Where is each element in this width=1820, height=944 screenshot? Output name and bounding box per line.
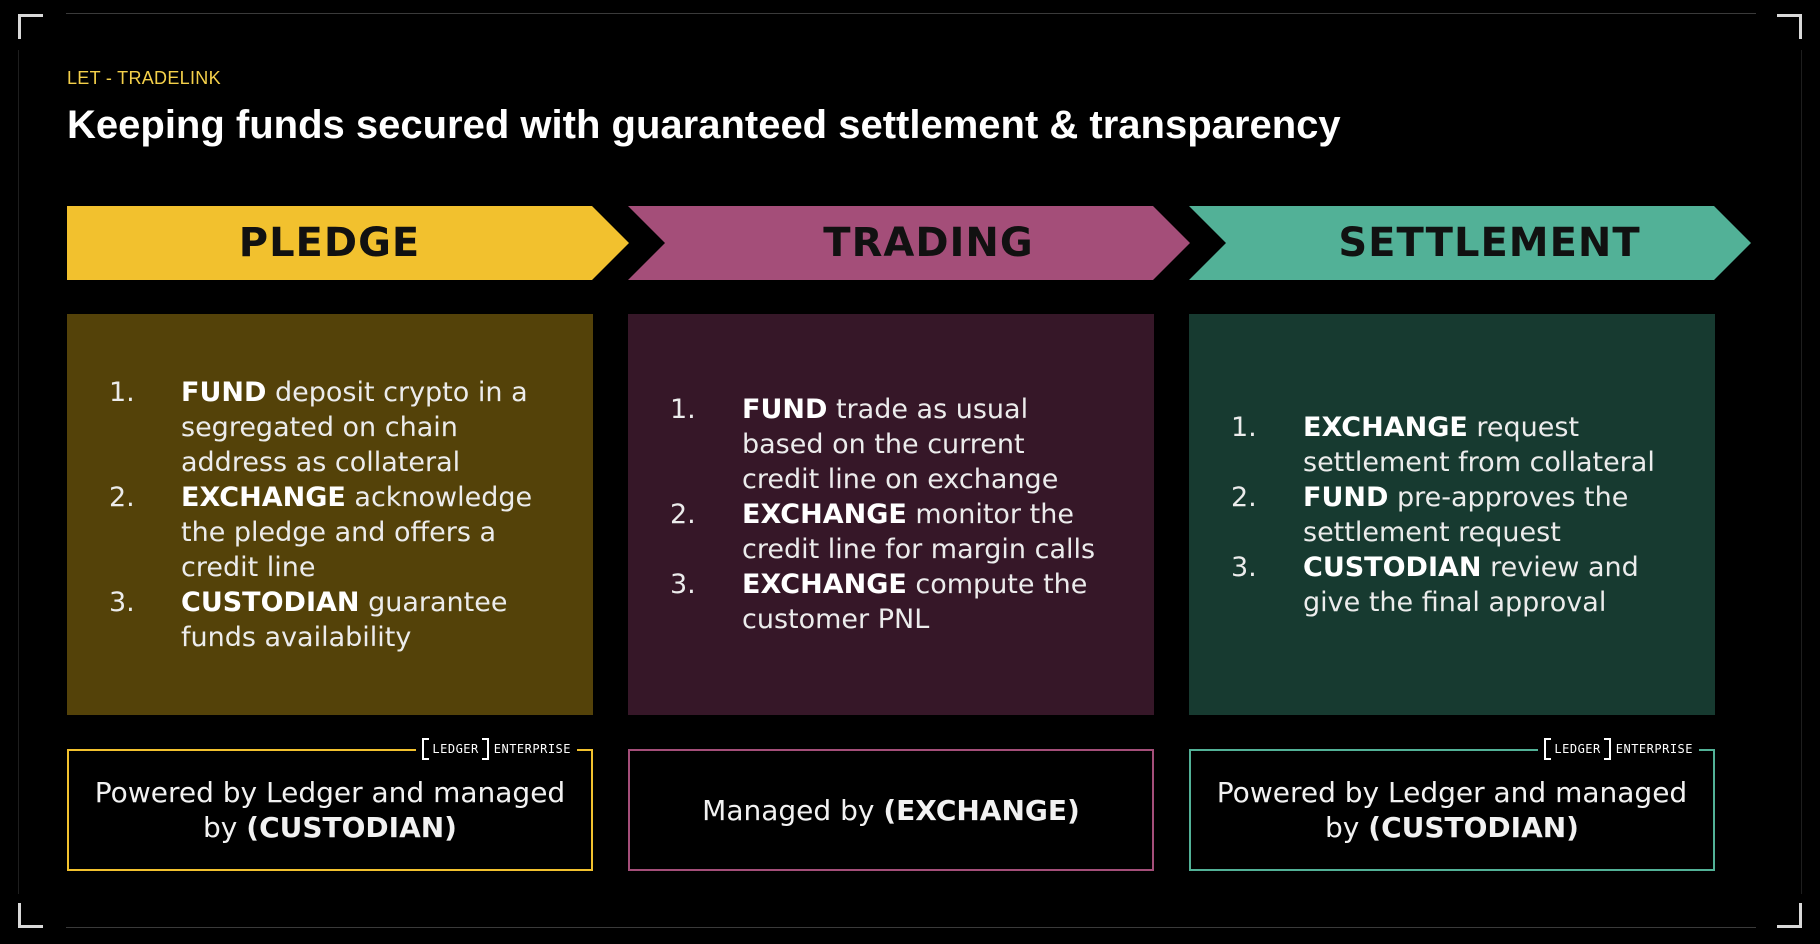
stage-arrow-trading: TRADING xyxy=(628,206,1191,280)
step-description: acknowledge the pledge and offers a cred… xyxy=(181,481,533,583)
panel-pledge: 1. FUND deposit crypto in a segregated on… xyxy=(67,314,593,715)
step-text: FUND pre-approves the settlement request xyxy=(1303,480,1663,550)
step-actor: CUSTODIAN xyxy=(181,586,360,618)
list-item: 2. EXCHANGE monitor the credit line for m… xyxy=(670,497,1102,567)
list-item: 3. EXCHANGE compute the customer PNL xyxy=(670,567,1102,637)
footer-prefix: by xyxy=(1325,811,1369,844)
list-item: 3. CUSTODIAN review and give the final ap… xyxy=(1231,550,1663,620)
step-description: guarantee funds availability xyxy=(181,586,508,653)
step-number: 2. xyxy=(109,481,135,513)
ledger-enterprise-badge: LEDGER ENTERPRISE xyxy=(416,738,577,760)
page-title: Keeping funds secured with guaranteed se… xyxy=(67,103,1341,147)
arrow-fill-settlement xyxy=(1189,206,1751,280)
step-description: compute the customer PNL xyxy=(742,569,1088,635)
footer-manager: (EXCHANGE) xyxy=(883,793,1080,827)
frame-top-line xyxy=(66,13,1756,14)
arrow-shape-pledge xyxy=(67,206,629,280)
step-number: 1. xyxy=(670,394,696,425)
step-actor: FUND xyxy=(742,394,828,425)
badge-brand: LEDGER xyxy=(432,742,479,756)
step-description: trade as usual based on the current cred… xyxy=(742,394,1059,495)
stage-label-pledge: PLEDGE xyxy=(238,220,421,266)
footer-text: Powered by Ledger and managed by (CUSTOD… xyxy=(95,775,565,845)
step-text: CUSTODIAN guarantee funds availability xyxy=(181,585,541,655)
list-item: 1. FUND trade as usual based on the curre… xyxy=(670,392,1102,497)
step-description: review and give the final approval xyxy=(1303,551,1639,618)
step-text: EXCHANGE monitor the credit line for mar… xyxy=(742,497,1102,567)
footer-trading: Managed by (EXCHANGE) xyxy=(628,749,1154,871)
stage-label-trading: TRADING xyxy=(823,220,1034,266)
bracket-left-icon xyxy=(1544,738,1552,760)
frame-bottom-line xyxy=(66,927,1756,928)
list-item: 2. EXCHANGE acknowledge the pledge and of… xyxy=(109,480,541,585)
footer-settlement: LEDGER ENTERPRISE Powered by Ledger and m… xyxy=(1189,738,1715,871)
stage-label-settlement: SETTLEMENT xyxy=(1338,220,1641,266)
step-number: 2. xyxy=(1231,481,1257,513)
step-number: 1. xyxy=(1231,411,1257,443)
step-text: EXCHANGE acknowledge the pledge and offe… xyxy=(181,480,541,585)
pledge-steps: 1. FUND deposit crypto in a segregated on… xyxy=(67,375,541,655)
step-actor: EXCHANGE xyxy=(742,499,907,530)
step-actor: EXCHANGE xyxy=(181,481,346,513)
frame-corner-top-left xyxy=(18,14,43,39)
frame-right-line xyxy=(1801,50,1802,894)
list-item: 2. FUND pre-approves the settlement reque… xyxy=(1231,480,1663,550)
arrow-shape-trading xyxy=(628,206,1190,280)
step-actor: EXCHANGE xyxy=(1303,411,1468,443)
step-text: FUND trade as usual based on the current… xyxy=(742,392,1102,497)
step-actor: EXCHANGE xyxy=(742,569,907,600)
frame-corner-bottom-right xyxy=(1777,903,1802,928)
list-item: 1. EXCHANGE request settlement from colla… xyxy=(1231,410,1663,480)
frame-corner-top-right xyxy=(1777,14,1802,39)
stage-arrow-settlement: SETTLEMENT xyxy=(1189,206,1752,280)
footer-line2: by (CUSTODIAN) xyxy=(95,810,565,845)
bracket-right-icon xyxy=(481,738,489,760)
step-number: 3. xyxy=(1231,551,1257,583)
settlement-steps: 1. EXCHANGE request settlement from colla… xyxy=(1189,410,1663,620)
step-text: CUSTODIAN review and give the final appr… xyxy=(1303,550,1663,620)
eyebrow-label: LET - TRADELINK xyxy=(67,68,221,88)
step-number: 1. xyxy=(109,376,135,408)
list-item: 3. CUSTODIAN guarantee funds availability xyxy=(109,585,541,655)
footer-manager: (CUSTODIAN) xyxy=(1368,811,1579,844)
list-item: 1. FUND deposit crypto in a segregated on… xyxy=(109,375,541,480)
badge-suffix: ENTERPRISE xyxy=(493,742,571,756)
step-number: 2. xyxy=(670,499,696,530)
footer-manager: (CUSTODIAN) xyxy=(246,811,457,844)
step-description: monitor the credit line for margin calls xyxy=(742,499,1096,565)
footer-pledge: LEDGER ENTERPRISE Powered by Ledger and m… xyxy=(67,738,593,871)
panel-trading: 1. FUND trade as usual based on the curre… xyxy=(628,314,1154,715)
ledger-enterprise-badge: LEDGER ENTERPRISE xyxy=(1538,738,1699,760)
step-description: request settlement from collateral xyxy=(1303,411,1655,478)
step-number: 3. xyxy=(109,586,135,618)
step-actor: CUSTODIAN xyxy=(1303,551,1482,583)
footer-prefix: Managed by xyxy=(702,793,884,827)
bracket-left-icon xyxy=(422,738,430,760)
frame-left-line xyxy=(18,50,19,894)
footer-line1: Powered by Ledger and managed xyxy=(1216,776,1688,809)
step-description: pre-approves the settlement request xyxy=(1303,481,1629,548)
arrow-shape-settlement xyxy=(1189,206,1751,280)
step-actor: FUND xyxy=(181,376,267,408)
footer-text: Powered by Ledger and managed by (CUSTOD… xyxy=(1217,775,1687,845)
step-text: FUND deposit crypto in a segregated on c… xyxy=(181,375,541,480)
stage-arrow-pledge: PLEDGE xyxy=(67,206,630,280)
footer-line2: by (CUSTODIAN) xyxy=(1217,810,1687,845)
bracket-right-icon xyxy=(1603,738,1611,760)
footer-text: Managed by (EXCHANGE) xyxy=(702,793,1080,828)
frame-corner-bottom-left xyxy=(18,903,43,928)
step-text: EXCHANGE request settlement from collate… xyxy=(1303,410,1663,480)
footer-line1: Powered by Ledger and managed xyxy=(94,776,566,809)
step-actor: FUND xyxy=(1303,481,1389,513)
arrow-fill-trading xyxy=(628,206,1190,280)
badge-suffix: ENTERPRISE xyxy=(1615,742,1693,756)
trading-steps: 1. FUND trade as usual based on the curre… xyxy=(628,392,1102,637)
step-number: 3. xyxy=(670,569,696,600)
arrow-fill-pledge xyxy=(67,206,629,280)
step-text: EXCHANGE compute the customer PNL xyxy=(742,567,1102,637)
panel-settlement: 1. EXCHANGE request settlement from colla… xyxy=(1189,314,1715,715)
step-description: deposit crypto in a segregated on chain … xyxy=(181,376,528,478)
footer-prefix: by xyxy=(203,811,247,844)
badge-brand: LEDGER xyxy=(1554,742,1601,756)
